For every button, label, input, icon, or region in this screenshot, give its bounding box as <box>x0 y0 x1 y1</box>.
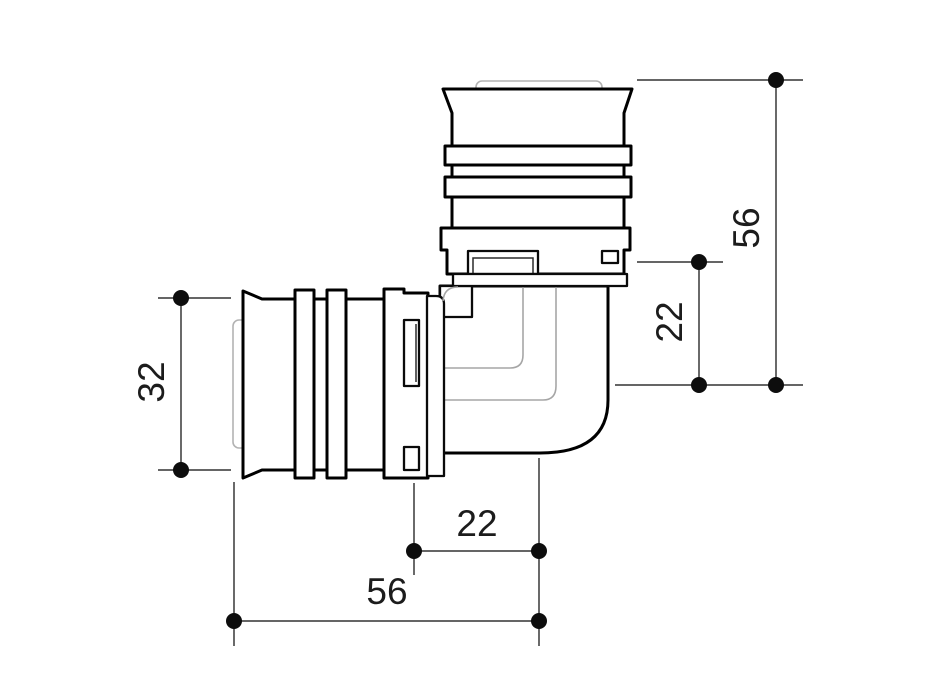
vertical-branch-ring-2 <box>443 175 633 199</box>
dim-endpoint-dot <box>691 377 707 393</box>
collar-latch <box>600 249 620 265</box>
dim-label-width-overall: 56 <box>366 571 407 612</box>
elbow-body-outline <box>438 284 610 455</box>
branch-elbow-corner-arc <box>442 286 459 302</box>
collar-window-side-bottom <box>402 445 421 472</box>
elbow-body <box>438 284 610 455</box>
dim-width-overall: 56 <box>226 482 547 646</box>
dim-height-to-branch-axis: 22 <box>637 254 723 393</box>
dim-label-left-port: 32 <box>131 361 172 402</box>
dim-endpoint-dot <box>768 377 784 393</box>
horizontal-branch-endcap <box>425 294 446 478</box>
vertical-branch-lip <box>451 272 629 288</box>
horizontal-branch-ring-1 <box>293 288 316 480</box>
dim-label-height-overall: 56 <box>726 207 767 248</box>
dim-endpoint-dot <box>173 462 189 478</box>
dim-label-height-inner: 22 <box>649 301 690 342</box>
dim-endpoint-dot <box>226 613 242 629</box>
collar-window <box>466 249 540 276</box>
dim-endpoint-dot <box>406 543 422 559</box>
horizontal-branch-ring-2 <box>325 288 348 480</box>
dim-height-overall: 56 <box>615 72 803 393</box>
dim-left-port-height: 32 <box>131 290 231 478</box>
dim-label-width-inner: 22 <box>456 503 497 544</box>
horizontal-branch <box>241 286 459 480</box>
dim-endpoint-dot <box>691 254 707 270</box>
elbow-inner-bore-line-inner <box>443 287 524 369</box>
vertical-branch-flare <box>441 87 634 148</box>
vertical-branch-ring-1 <box>443 144 633 167</box>
dim-endpoint-dot <box>173 290 189 306</box>
elbow-inner-bore-line-outer <box>443 287 557 401</box>
dim-endpoint-dot <box>531 543 547 559</box>
dim-endpoint-dot <box>768 72 784 88</box>
dim-width-to-branch-axis: 22 <box>406 458 547 646</box>
vertical-branch <box>439 87 634 288</box>
dim-endpoint-dot <box>531 613 547 629</box>
